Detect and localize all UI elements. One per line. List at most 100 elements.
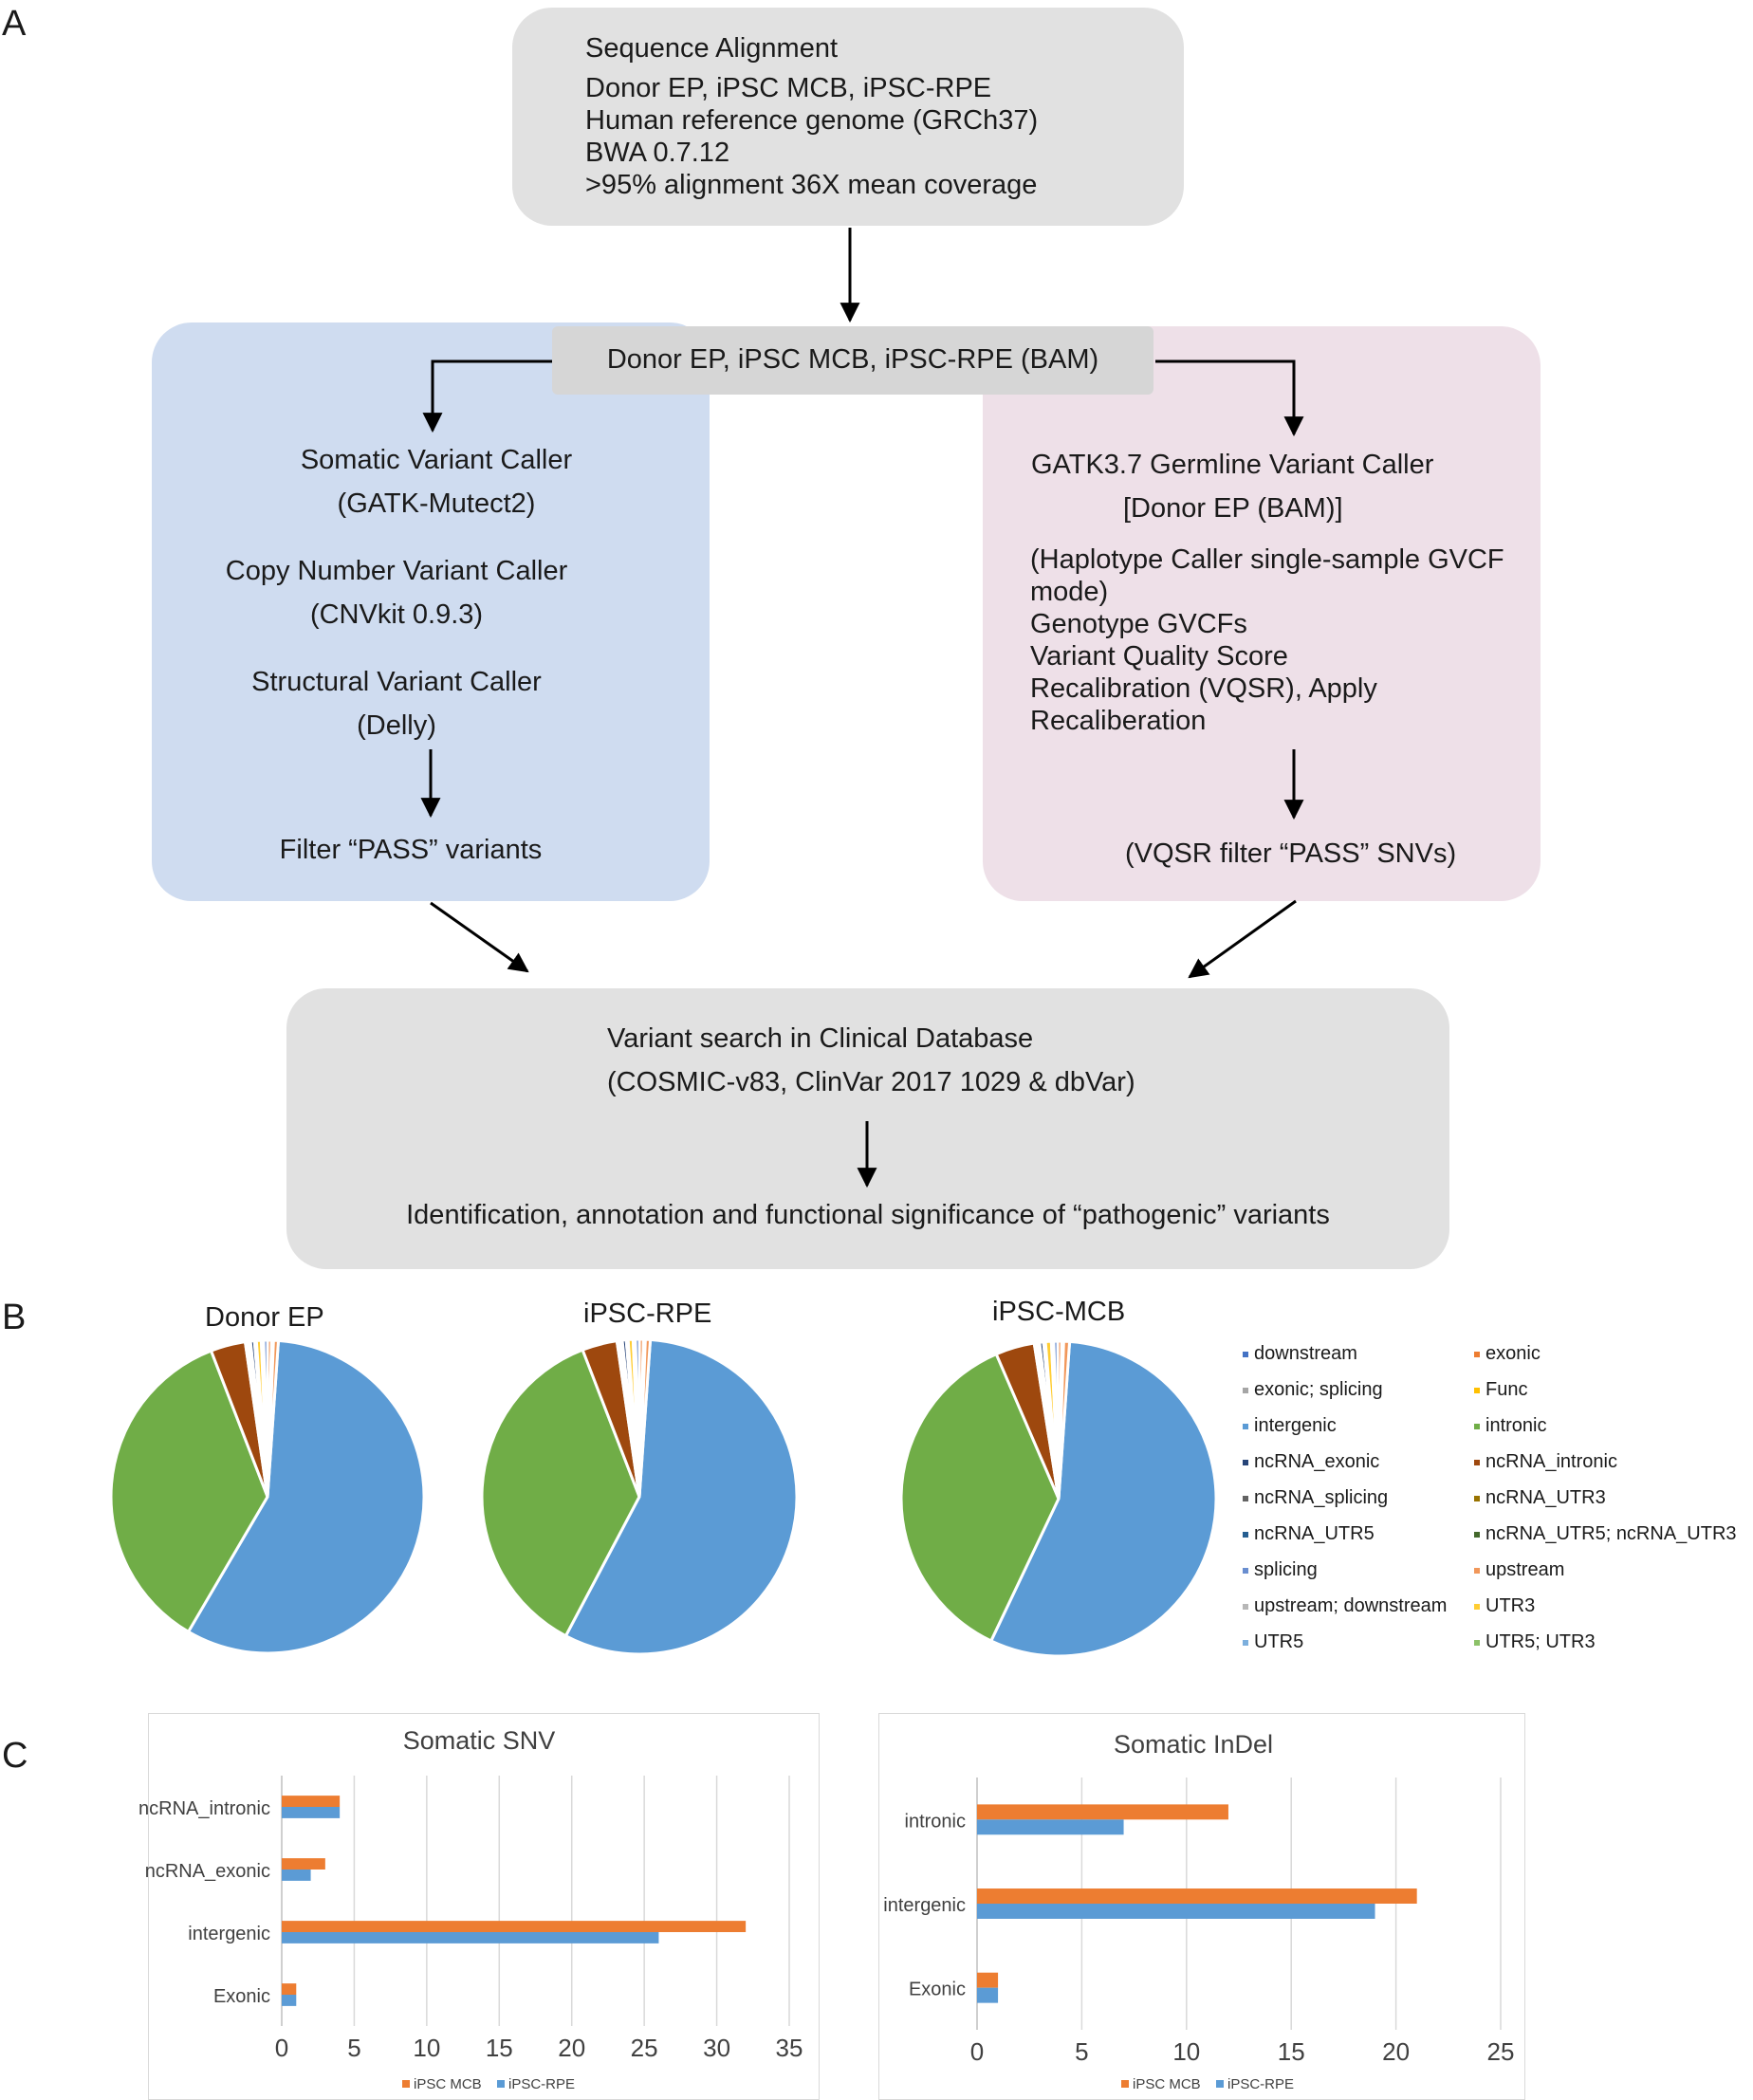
germline-step: Genotype GVCFs [1030,609,1247,639]
arrow-bam-to-germline [1155,359,1304,437]
cnv-caller: Copy Number Variant Caller [225,556,568,586]
legend-item-upstream: upstream [1474,1559,1564,1581]
pie-slice-upstream [1057,1339,1072,1500]
y-category-label: ncRNA_intronic [138,1798,270,1819]
legend-label: ncRNA_UTR5 [1254,1523,1375,1544]
pie-chart-donor-ep [109,1338,426,1655]
legend-item-upstream-downstream: upstream; downstream [1243,1595,1447,1617]
pie-chart-ipsc-rpe [480,1337,799,1656]
legend-swatch [1243,1495,1248,1501]
legend-label: intronic [1485,1415,1547,1436]
legend-label: exonic; splicing [1254,1379,1383,1400]
alignment-title: Sequence Alignment [585,33,839,64]
bar-ncrna-intronic-ipsc-mcb [282,1796,341,1807]
pie-slice-intronic [480,1348,641,1638]
legend-label: ncRNA_exonic [1254,1451,1380,1472]
legend-item-utr5: UTR5 [1243,1631,1303,1653]
bar-ncrna-intronic-ipsc-rpe [282,1807,341,1818]
y-category-label: Exonic [213,1986,270,2007]
legend-swatch [1474,1351,1480,1357]
legend-swatch [1243,1603,1248,1610]
y-category-label: intergenic [883,1895,966,1916]
legend-item-utr3: UTR3 [1474,1595,1535,1617]
legend-label: UTR5 [1254,1631,1304,1652]
panel-label-a: A [2,4,27,44]
clinical-box: Variant search in Clinical Database (COS… [286,988,1449,1269]
legend-item-ncrna-intronic: ncRNA_intronic [1474,1451,1617,1473]
legend-swatch [1243,1423,1248,1429]
bar-intergenic-ipsc-rpe [977,1904,1375,1919]
somatic-variant-tool: (GATK-Mutect2) [337,488,536,519]
legend-swatch [1474,1387,1480,1393]
bam-label: Donor EP, iPSC MCB, iPSC-RPE (BAM) [606,344,1099,375]
bar-intergenic-ipsc-rpe [282,1932,659,1943]
bar-intronic-ipsc-rpe [977,1819,1124,1835]
x-tick-label: 10 [1172,2037,1200,2066]
workflow-arrows [420,228,1304,1188]
legend-swatch [1243,1567,1248,1574]
legend-item-func: Func [1474,1379,1527,1401]
legend-swatch [1243,1639,1248,1646]
germline-title: GATK3.7 Germline Variant Caller [1031,450,1434,480]
legend-swatch [1474,1495,1480,1501]
bar-ncrna-exonic-ipsc-rpe [282,1870,311,1881]
pie-chart-ipsc-mcb [899,1339,1218,1658]
x-tick-label: 25 [1487,2037,1515,2066]
clinical-databases: (COSMIC-v83, ClinVar 2017 1029 & dbVar) [607,1067,1135,1097]
y-category-label: ncRNA_exonic [145,1861,270,1882]
x-tick-label: 20 [558,2034,585,2062]
panel-label-b: B [2,1298,27,1337]
legend-label: exonic [1485,1343,1541,1364]
legend-label: UTR5; UTR3 [1485,1631,1596,1652]
germline-step: Variant Quality Score [1030,641,1288,672]
clinical-title: Variant search in Clinical Database [607,1023,1034,1054]
legend-item-exonic-splicing: exonic; splicing [1243,1379,1383,1401]
y-category-label: intronic [905,1811,966,1832]
legend-item-ncrna-exonic: ncRNA_exonic [1243,1451,1379,1473]
pie-slice-intergenic [988,1339,1218,1658]
legend-swatch [1474,1531,1480,1538]
alignment-box: Sequence Alignment Donor EP, iPSC MCB, i… [512,8,1184,226]
arrow-bam-to-somatic [422,359,552,433]
legend-swatch [1243,1531,1248,1538]
panel-label-c: C [2,1736,28,1776]
germline-steps: (Haplotype Caller single-sample GVCF mod… [1030,543,1504,737]
legend-item-ncrna-utr5-ncrna-utr3: ncRNA_UTR5; ncRNA_UTR3 [1474,1523,1737,1545]
bam-input-box: Donor EP, iPSC MCB, iPSC-RPE (BAM) [552,326,1153,395]
alignment-line: Human reference genome (GRCh37) [585,105,1039,136]
x-tick-label: 30 [703,2034,730,2062]
alignment-line: BWA 0.7.12 [585,138,730,168]
somatic-variant-caller: Somatic Variant Caller [300,445,573,475]
sv-tool: (Delly) [357,710,436,741]
x-tick-label: 15 [486,2034,513,2062]
arrow-somatic-to-clinical [430,901,529,973]
alignment-line: >95% alignment 36X mean coverage [585,170,1038,200]
germline-step: mode) [1030,577,1109,607]
legend-label: upstream [1485,1559,1565,1580]
x-tick-label: 0 [970,2037,984,2066]
legend-item-utr5-utr3: UTR5; UTR3 [1474,1631,1596,1653]
clinical-result: Identification, annotation and functiona… [406,1200,1330,1230]
legend-label: ncRNA_UTR3 [1485,1487,1606,1508]
bar-legend-label: iPSC MCB [414,2076,482,2092]
germline-step: Recalibration (VQSR), Apply [1030,673,1377,704]
pie-title-ipsc-rpe: iPSC-RPE [583,1299,712,1329]
bar-intergenic-ipsc-mcb [282,1921,747,1932]
pie-legend: downstream exonic exonic; splicing Func inte… [1243,1343,1753,1666]
legend-swatch [1474,1567,1480,1574]
arrow-germline-to-clinical [1188,899,1297,979]
snv-chart-frame [148,1713,820,2100]
germline-step: (Haplotype Caller single-sample GVCF [1030,544,1504,575]
legend-label: downstream [1254,1343,1357,1364]
bar-chart-title: Somatic InDel [1114,1730,1273,1759]
legend-swatch [1243,1459,1248,1465]
legend-label: intergenic [1254,1415,1337,1436]
bar-exonic-ipsc-mcb [977,1972,999,1988]
alignment-lines: Donor EP, iPSC MCB, iPSC-RPE Human refer… [585,72,1038,201]
germline-step: Recaliberation [1030,706,1207,736]
bar-ncrna-exonic-ipsc-mcb [282,1858,325,1870]
y-category-label: Exonic [909,1980,966,2000]
legend-swatch [1474,1639,1480,1646]
bar-legend-label: iPSC-RPE [1227,2076,1294,2092]
legend-label: ncRNA_UTR5; ncRNA_UTR3 [1485,1523,1737,1544]
